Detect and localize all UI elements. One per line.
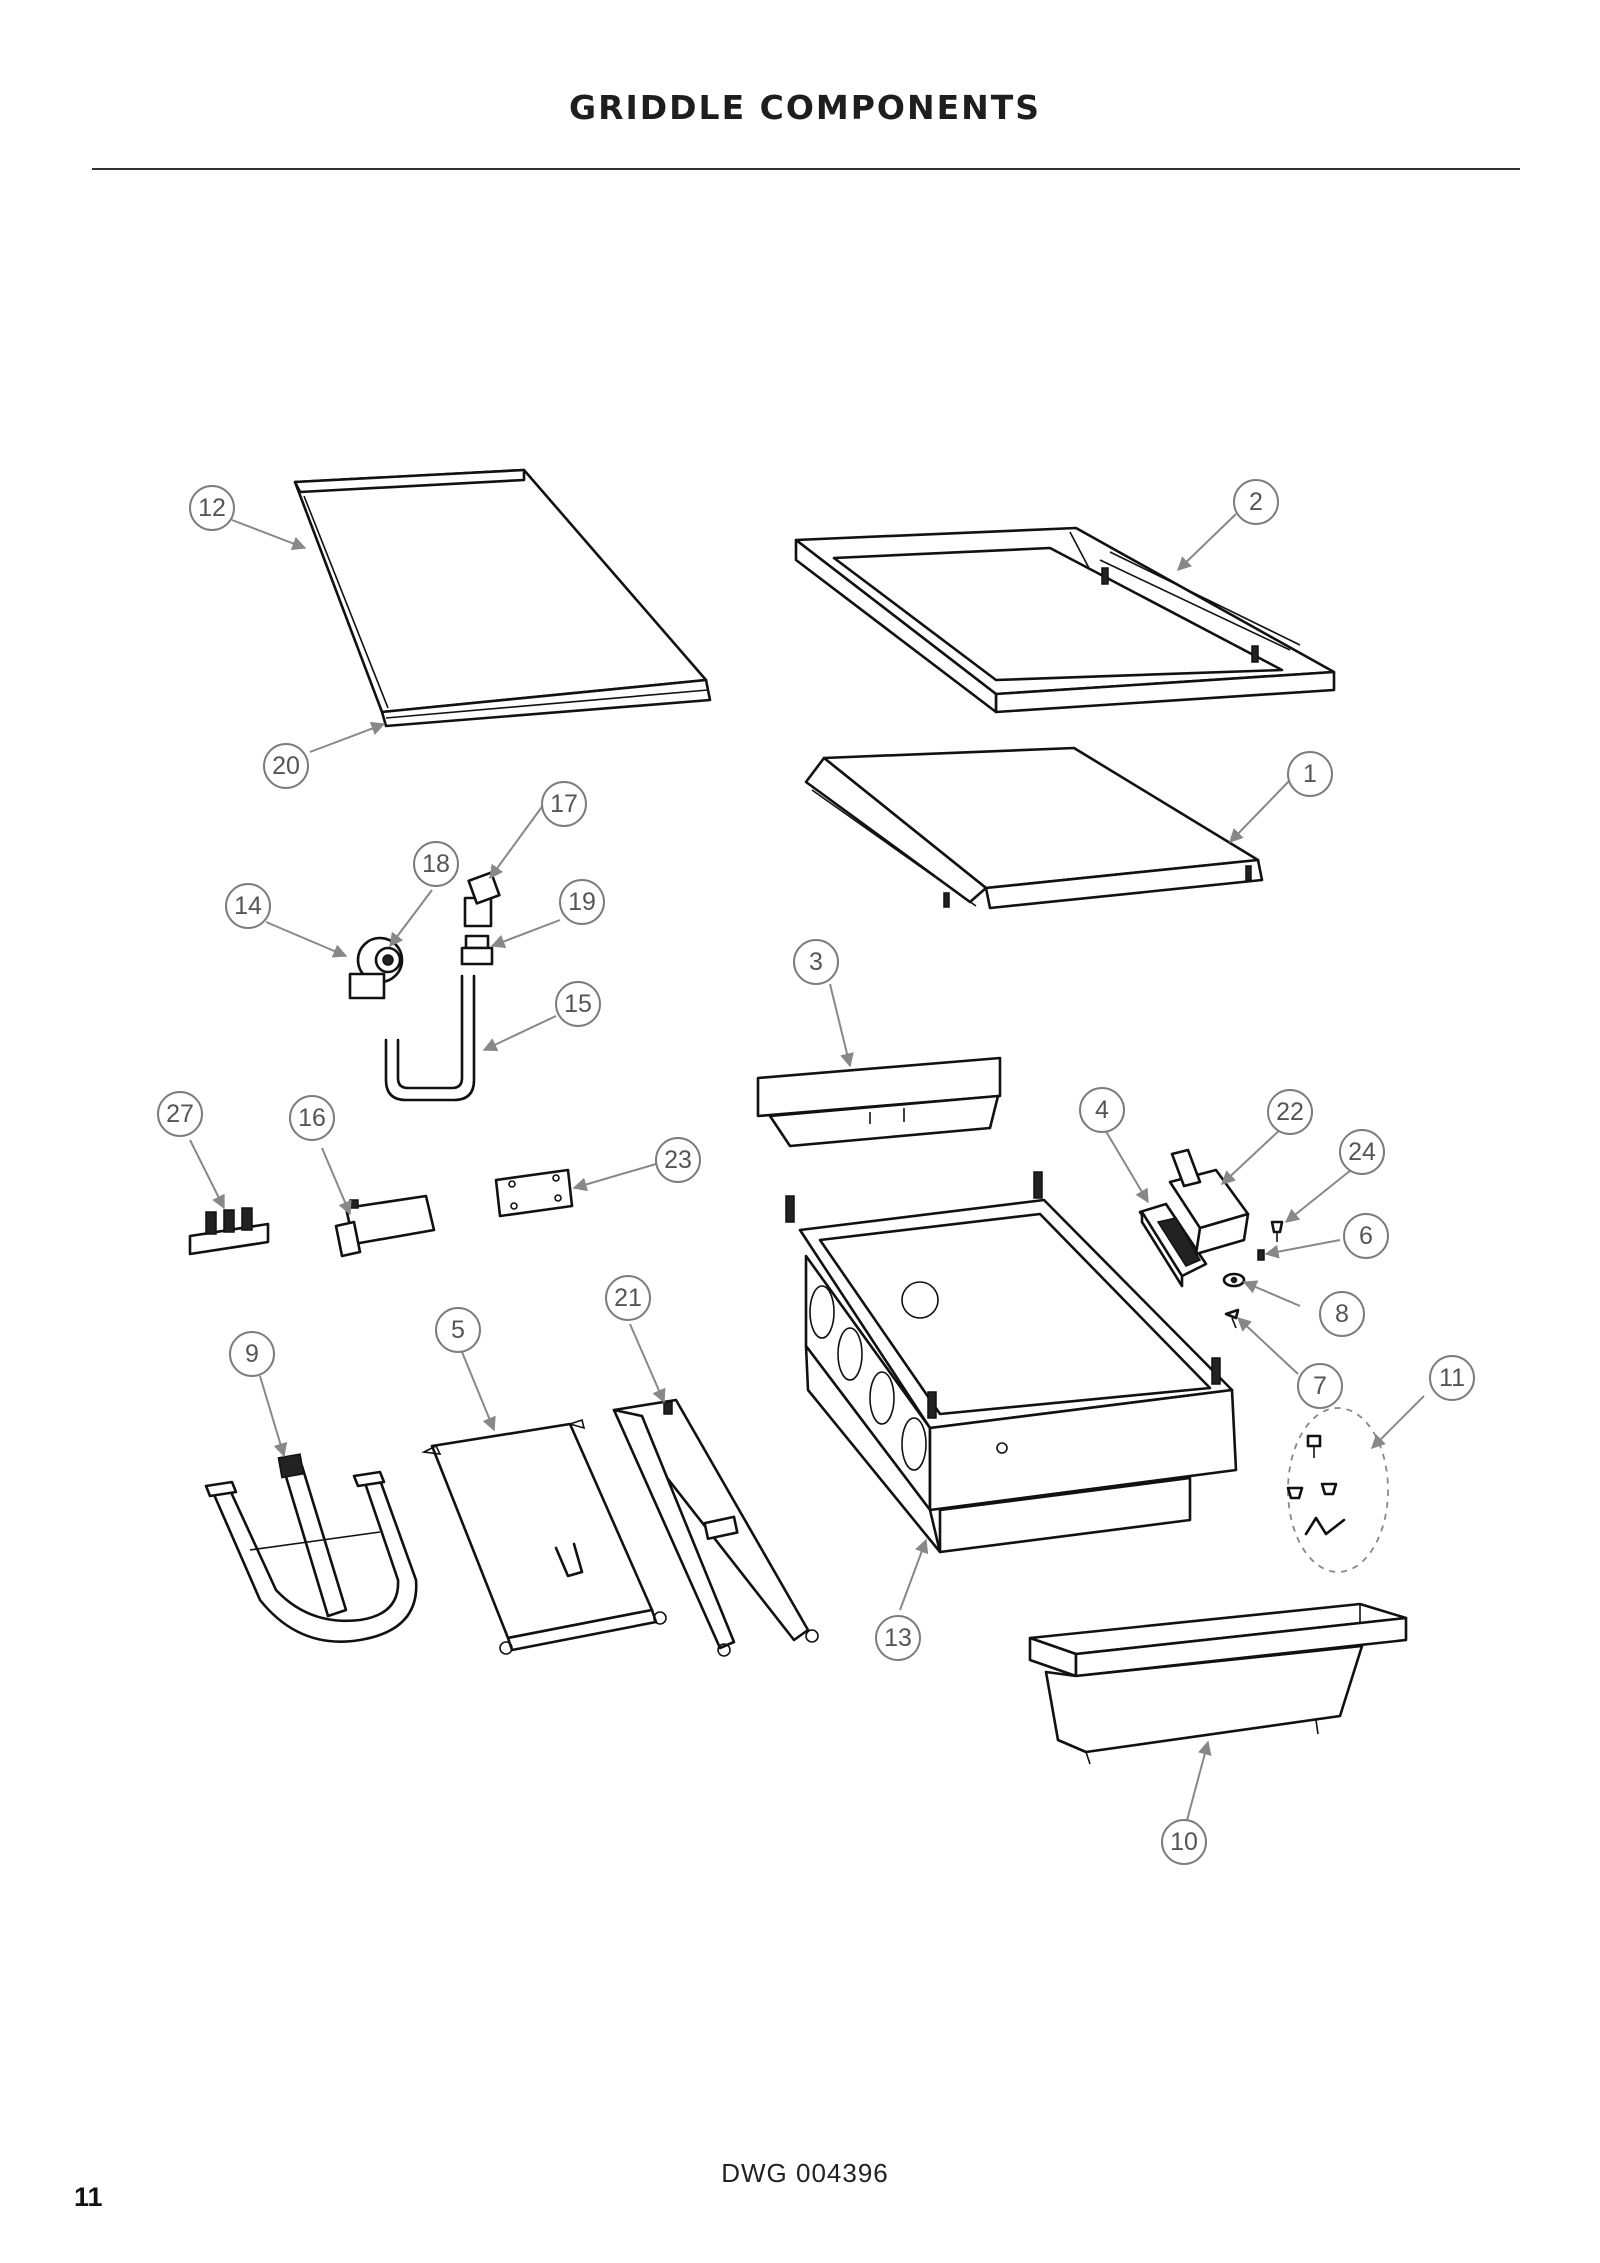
part-hardware-kit: [1286, 1407, 1389, 1573]
callout-21: 21: [605, 1275, 651, 1321]
callout-18: 18: [413, 841, 459, 887]
svg-text:24: 24: [1348, 1138, 1376, 1166]
title-rule: [92, 168, 1520, 170]
callout-4: 4: [1079, 1087, 1125, 1133]
svg-text:11: 11: [1439, 1364, 1465, 1392]
callout-10: 10: [1161, 1819, 1207, 1865]
callout-11: 11: [1429, 1355, 1475, 1401]
part-gas-tube: [384, 974, 476, 1102]
leader-lines: [189, 513, 1425, 1825]
callout-19: 19: [559, 879, 605, 925]
callout-17: 17: [541, 781, 587, 827]
svg-text:10: 10: [1170, 1828, 1198, 1856]
part-small-bracket: [494, 1168, 574, 1218]
svg-text:2: 2: [1249, 488, 1263, 516]
svg-text:5: 5: [451, 1316, 465, 1344]
svg-text:8: 8: [1335, 1300, 1349, 1328]
callout-24: 24: [1339, 1129, 1385, 1175]
part-valve: [348, 936, 404, 1000]
svg-text:23: 23: [664, 1146, 692, 1174]
svg-text:22: 22: [1276, 1098, 1304, 1126]
page-title: GRIDDLE COMPONENTS: [568, 88, 1042, 127]
callout-5: 5: [435, 1307, 481, 1353]
part-terminal-block: [188, 1207, 270, 1256]
part-burner: [204, 1453, 418, 1643]
part-small-hardware: [1222, 1220, 1284, 1329]
svg-text:15: 15: [564, 990, 592, 1018]
callout-1: 1: [1287, 751, 1333, 797]
svg-text:13: 13: [884, 1624, 912, 1652]
part-fitting: [460, 934, 494, 966]
svg-text:14: 14: [234, 892, 262, 920]
callout-7: 7: [1297, 1363, 1343, 1409]
callout-23: 23: [655, 1137, 701, 1183]
svg-text:18: 18: [422, 850, 450, 878]
svg-text:7: 7: [1313, 1372, 1327, 1400]
part-bracket-3: [756, 1056, 1002, 1148]
callout-6: 6: [1343, 1213, 1389, 1259]
part-elbow: [463, 871, 501, 928]
callout-2: 2: [1233, 479, 1279, 525]
svg-text:27: 27: [166, 1100, 194, 1128]
callout-15: 15: [555, 981, 601, 1027]
callout-8: 8: [1319, 1291, 1365, 1337]
part-igniter-box: [334, 1194, 436, 1258]
svg-text:4: 4: [1095, 1096, 1109, 1124]
part-bracket-22: [1168, 1148, 1250, 1256]
callout-3: 3: [793, 939, 839, 985]
svg-text:12: 12: [198, 494, 226, 522]
svg-text:21: 21: [614, 1284, 642, 1312]
svg-text:3: 3: [809, 948, 823, 976]
callout-14: 14: [225, 883, 271, 929]
svg-text:17: 17: [550, 790, 578, 818]
callout-12: 12: [189, 485, 235, 531]
part-heat-shield: [421, 1418, 667, 1655]
callout-27: 27: [157, 1091, 203, 1137]
svg-text:20: 20: [272, 752, 300, 780]
callout-22: 22: [1267, 1089, 1313, 1135]
drawing-number: DWG 004396: [721, 2158, 889, 2188]
part-frame: [794, 526, 1336, 714]
svg-text:9: 9: [245, 1340, 259, 1368]
callout-13: 13: [875, 1615, 921, 1661]
svg-text:19: 19: [568, 888, 596, 916]
part-firebox: [785, 1171, 1238, 1554]
part-igniter-module: [1138, 1202, 1208, 1288]
svg-text:16: 16: [298, 1104, 326, 1132]
svg-text:1: 1: [1303, 760, 1317, 788]
callout-16: 16: [289, 1095, 335, 1141]
page-number: 11: [74, 2182, 103, 2212]
svg-text:6: 6: [1359, 1222, 1373, 1250]
callout-9: 9: [229, 1331, 275, 1377]
callout-20: 20: [263, 743, 309, 789]
part-drip-tray: [1028, 1602, 1408, 1765]
part-griddle-plate: [293, 468, 712, 728]
part-burner-support: [612, 1398, 819, 1657]
part-tray: [804, 746, 1264, 910]
